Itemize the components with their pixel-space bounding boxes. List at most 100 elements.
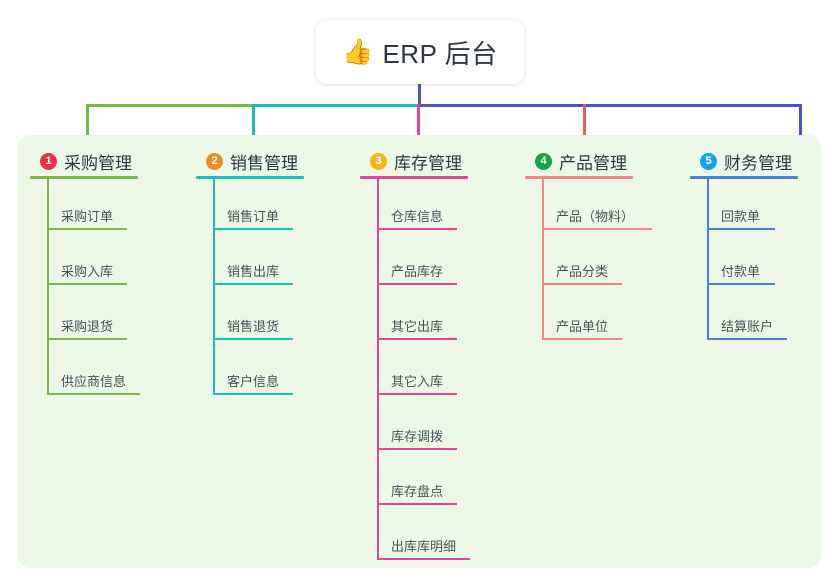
leaf-item-rule: [213, 283, 293, 285]
bus-segment-inventory-to-finance: [417, 104, 801, 107]
leaf-item-rule: [377, 448, 457, 450]
bus-segment-purchase: [86, 104, 254, 107]
leaf-item-label: 产品分类: [556, 264, 609, 279]
leaf-item-rule: [377, 283, 457, 285]
leaf-item-label: 出库库明细: [391, 539, 457, 554]
leaf-item[interactable]: 产品库存: [377, 259, 457, 285]
leaf-item-rule: [377, 558, 470, 560]
branch-trunk-3: [377, 176, 379, 560]
branch-badge-1: 1: [40, 152, 57, 170]
leaf-item-rule: [377, 393, 457, 395]
leaf-item[interactable]: 销售出库: [213, 259, 293, 285]
leaf-item-label: 客户信息: [227, 374, 280, 389]
branch-badge-4: 4: [535, 152, 552, 170]
leaf-item-label: 产品（物料）: [556, 209, 635, 224]
leaf-item-rule: [542, 283, 622, 285]
leaf-item-rule: [542, 228, 652, 230]
bus-segment-sales: [253, 104, 418, 107]
branch-header-5[interactable]: 5 财务管理: [700, 146, 792, 176]
thumbs-up-icon: 👍: [342, 37, 374, 66]
branch-header-rule-2: [196, 176, 304, 179]
leaf-item-rule: [377, 338, 457, 340]
leaf-item-label: 采购订单: [61, 209, 114, 224]
drop-finance: [799, 104, 802, 152]
leaf-item[interactable]: 产品单位: [542, 314, 622, 340]
leaf-item-rule: [707, 338, 787, 340]
branch-trunk-4: [542, 176, 544, 340]
branch-header-rule-4: [525, 176, 633, 179]
leaf-item[interactable]: 回款单: [707, 204, 775, 230]
leaf-item[interactable]: 客户信息: [213, 369, 293, 395]
branch-title-3: 库存管理: [394, 153, 462, 173]
drop-purchase: [86, 104, 89, 152]
branch-header-2[interactable]: 2 销售管理: [206, 146, 298, 176]
branch-title-4: 产品管理: [559, 153, 627, 173]
leaf-item-label: 销售出库: [227, 264, 280, 279]
leaf-item[interactable]: 采购入库: [47, 259, 127, 285]
leaf-item[interactable]: 仓库信息: [377, 204, 457, 230]
leaf-item-rule: [542, 338, 622, 340]
leaf-item[interactable]: 销售订单: [213, 204, 293, 230]
leaf-item-rule: [707, 228, 775, 230]
leaf-item-label: 采购退货: [61, 319, 114, 334]
leaf-item-rule: [47, 228, 127, 230]
leaf-item-rule: [377, 228, 457, 230]
leaf-item-label: 其它入库: [391, 374, 444, 389]
leaf-item-label: 库存盘点: [391, 484, 444, 499]
drop-inventory: [417, 104, 420, 152]
leaf-item-rule: [707, 283, 775, 285]
leaf-item[interactable]: 产品（物料）: [542, 204, 652, 230]
leaf-item[interactable]: 采购订单: [47, 204, 127, 230]
root-connector-stem: [418, 84, 421, 106]
branch-badge-3: 3: [370, 152, 387, 170]
drop-sales: [252, 104, 255, 152]
leaf-item-label: 库存调拨: [391, 429, 444, 444]
branch-badge-2: 2: [206, 152, 223, 170]
leaf-item-label: 产品库存: [391, 264, 444, 279]
leaf-item-label: 付款单: [721, 264, 761, 279]
branch-badge-5: 5: [700, 152, 717, 170]
leaf-item[interactable]: 供应商信息: [47, 369, 140, 395]
branch-header-1[interactable]: 1 采购管理: [40, 146, 132, 176]
branch-header-4[interactable]: 4 产品管理: [535, 146, 627, 176]
leaf-item[interactable]: 库存盘点: [377, 479, 457, 505]
leaf-item-label: 销售退货: [227, 319, 280, 334]
leaf-item[interactable]: 出库库明细: [377, 534, 470, 560]
leaf-item-label: 供应商信息: [61, 374, 127, 389]
leaf-item[interactable]: 结算账户: [707, 314, 787, 340]
root-node[interactable]: 👍 ERP 后台: [316, 20, 524, 84]
branch-trunk-5: [707, 176, 709, 340]
branch-panel: [18, 135, 821, 568]
branch-header-rule-1: [30, 176, 138, 179]
leaf-item-label: 结算账户: [721, 319, 774, 334]
leaf-item[interactable]: 库存调拨: [377, 424, 457, 450]
leaf-item-rule: [47, 393, 140, 395]
branch-title-2: 销售管理: [230, 153, 298, 173]
branch-header-3[interactable]: 3 库存管理: [370, 146, 462, 176]
leaf-item-rule: [213, 338, 293, 340]
root-node-label: ERP 后台: [382, 38, 498, 69]
leaf-item[interactable]: 付款单: [707, 259, 775, 285]
leaf-item-rule: [47, 283, 127, 285]
leaf-item[interactable]: 产品分类: [542, 259, 622, 285]
leaf-item-label: 其它出库: [391, 319, 444, 334]
leaf-item-rule: [213, 393, 293, 395]
branch-title-5: 财务管理: [724, 153, 792, 173]
leaf-item-rule: [47, 338, 127, 340]
leaf-item-rule: [213, 228, 293, 230]
leaf-item[interactable]: 采购退货: [47, 314, 127, 340]
leaf-item[interactable]: 销售退货: [213, 314, 293, 340]
leaf-item[interactable]: 其它入库: [377, 369, 457, 395]
leaf-item-label: 回款单: [721, 209, 761, 224]
leaf-item[interactable]: 其它出库: [377, 314, 457, 340]
branch-title-1: 采购管理: [64, 153, 132, 173]
leaf-item-rule: [377, 503, 457, 505]
leaf-item-label: 仓库信息: [391, 209, 444, 224]
leaf-item-label: 销售订单: [227, 209, 280, 224]
drop-product: [583, 104, 586, 152]
branch-header-rule-3: [360, 176, 468, 179]
branch-trunk-1: [47, 176, 49, 395]
branch-header-rule-5: [690, 176, 798, 179]
leaf-item-label: 采购入库: [61, 264, 114, 279]
